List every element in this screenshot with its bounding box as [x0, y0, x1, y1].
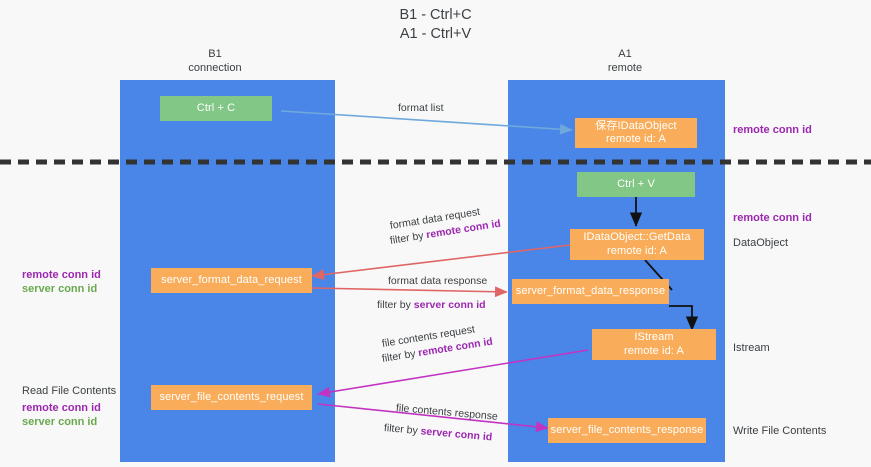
edge-filter-file-contents-response: filter by server conn id [383, 421, 492, 444]
label-left-server-conn-id-2: server conn id [22, 416, 98, 428]
node-ctrl-c[interactable]: Ctrl + C [160, 96, 272, 121]
edge-label-file-contents-response: file contents response [395, 402, 499, 423]
node-server-format-data-request[interactable]: server_format_data_request [151, 268, 312, 293]
node-istream[interactable]: IStream remote id: A [592, 329, 716, 360]
label-remote-conn-id-mid: remote conn id [733, 212, 812, 224]
column-header-a1: A1 remote [607, 48, 643, 74]
edge-label-format-list: format list [398, 102, 444, 114]
node-server-file-contents-response[interactable]: server_file_contents_response [548, 418, 706, 443]
node-idataobject-getdata[interactable]: IDataObject::GetData remote id: A [570, 229, 704, 260]
page-title: B1 - Ctrl+C A1 - Ctrl+V [399, 7, 472, 42]
label-remote-conn-id-top: remote conn id [733, 124, 812, 136]
label-istream: Istream [733, 342, 770, 354]
label-dataobject: DataObject [733, 237, 789, 249]
filter-prefix: filter by [383, 422, 422, 438]
label-read-file-contents: Read File Contents [22, 385, 117, 397]
label-left-remote-conn-id: remote conn id [22, 269, 101, 281]
filter-key: server conn id [420, 425, 493, 444]
node-server-format-data-response[interactable]: server_format_data_response [512, 279, 669, 304]
node-save-idataobject[interactable]: 保存IDataObject remote id: A [575, 118, 697, 148]
label-write-file-contents: Write File Contents [733, 425, 827, 437]
column-header-b1: B1 connection [188, 48, 242, 74]
edge-filter-format-data-response: filter by server conn id [377, 298, 486, 312]
filter-prefix: filter by [377, 299, 414, 311]
node-server-file-contents-request[interactable]: server_file_contents_request [151, 385, 312, 410]
node-ctrl-v[interactable]: Ctrl + V [577, 172, 695, 197]
edge-label-format-data-response: format data response [388, 275, 488, 287]
label-left-server-conn-id: server conn id [22, 283, 98, 295]
label-left-remote-conn-id-2: remote conn id [22, 402, 101, 414]
filter-key: server conn id [413, 299, 486, 311]
